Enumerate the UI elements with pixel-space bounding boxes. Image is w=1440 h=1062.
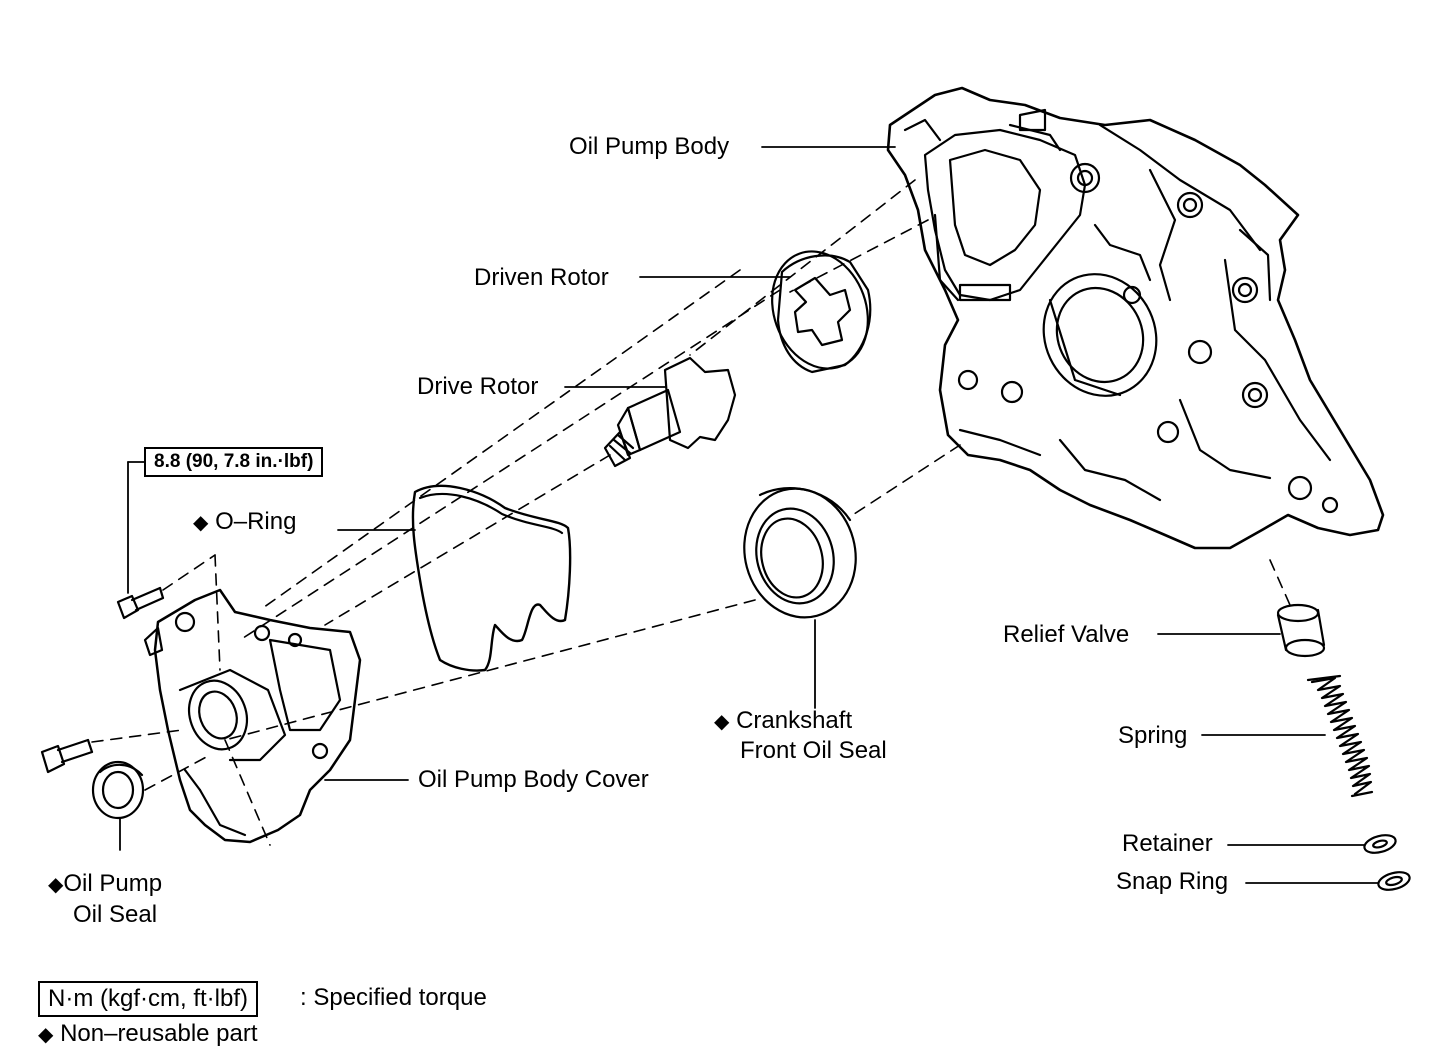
label-crankshaft-front-oil-seal: ◆ Crankshaft	[714, 706, 852, 737]
non-reusable-marker-icon: ◆	[193, 512, 209, 534]
label-oil-pump-body: Oil Pump Body	[569, 133, 730, 160]
label-drive-rotor: Drive Rotor	[417, 373, 539, 400]
relief-valve-part	[1276, 603, 1326, 658]
retainer-part	[1363, 834, 1397, 854]
legend-torque-desc: : Specified torque	[300, 984, 487, 1011]
label-oil-pump-oil-seal-line1: Oil Pump	[63, 870, 163, 897]
label-o-ring-text: O–Ring	[215, 508, 297, 535]
label-driven-rotor: Driven Rotor	[474, 264, 609, 291]
label-spring: Spring	[1118, 722, 1188, 749]
assembly-dashed-lines	[91, 179, 1291, 846]
bolt-upper-part	[116, 586, 165, 620]
label-oil-pump-oil-seal-line2: Oil Seal	[73, 901, 158, 928]
label-snap-ring: Snap Ring	[1116, 868, 1229, 895]
driven-rotor-part	[771, 250, 872, 374]
oil-pump-body-part	[886, 86, 1385, 550]
label-crankshaft-line1: Crankshaft	[736, 707, 853, 734]
snap-ring-part	[1377, 871, 1411, 891]
label-retainer: Retainer	[1122, 830, 1213, 857]
non-reusable-marker-icon: ◆	[48, 874, 64, 896]
drive-rotor-part	[603, 356, 737, 468]
leader-lines	[119, 146, 1379, 884]
spring-part	[1306, 674, 1374, 798]
oil-pump-oil-seal-part	[91, 760, 145, 820]
legend-non-reusable: ◆ Non–reusable part	[38, 1019, 258, 1050]
crankshaft-front-oil-seal-part	[743, 487, 857, 619]
non-reusable-marker-icon: ◆	[38, 1024, 54, 1046]
label-oil-pump-oil-seal: ◆Oil Pump	[48, 869, 162, 900]
non-reusable-marker-icon: ◆	[714, 711, 730, 733]
torque-spec-box: 8.8 (90, 7.8 in.·lbf)	[144, 447, 324, 477]
bolt-lower-part	[40, 738, 94, 774]
legend-non-reusable-text: Non–reusable part	[60, 1020, 258, 1047]
oil-pump-body-cover-part	[143, 588, 362, 844]
label-crankshaft-line2: Front Oil Seal	[740, 737, 887, 764]
label-o-ring: ◆ O–Ring	[193, 507, 296, 538]
o-ring-part	[411, 484, 572, 672]
legend-torque-unit-box: N·m (kgf·cm, ft·lbf)	[38, 981, 258, 1017]
label-oil-pump-body-cover: Oil Pump Body Cover	[418, 766, 649, 793]
label-relief-valve: Relief Valve	[1003, 621, 1130, 648]
